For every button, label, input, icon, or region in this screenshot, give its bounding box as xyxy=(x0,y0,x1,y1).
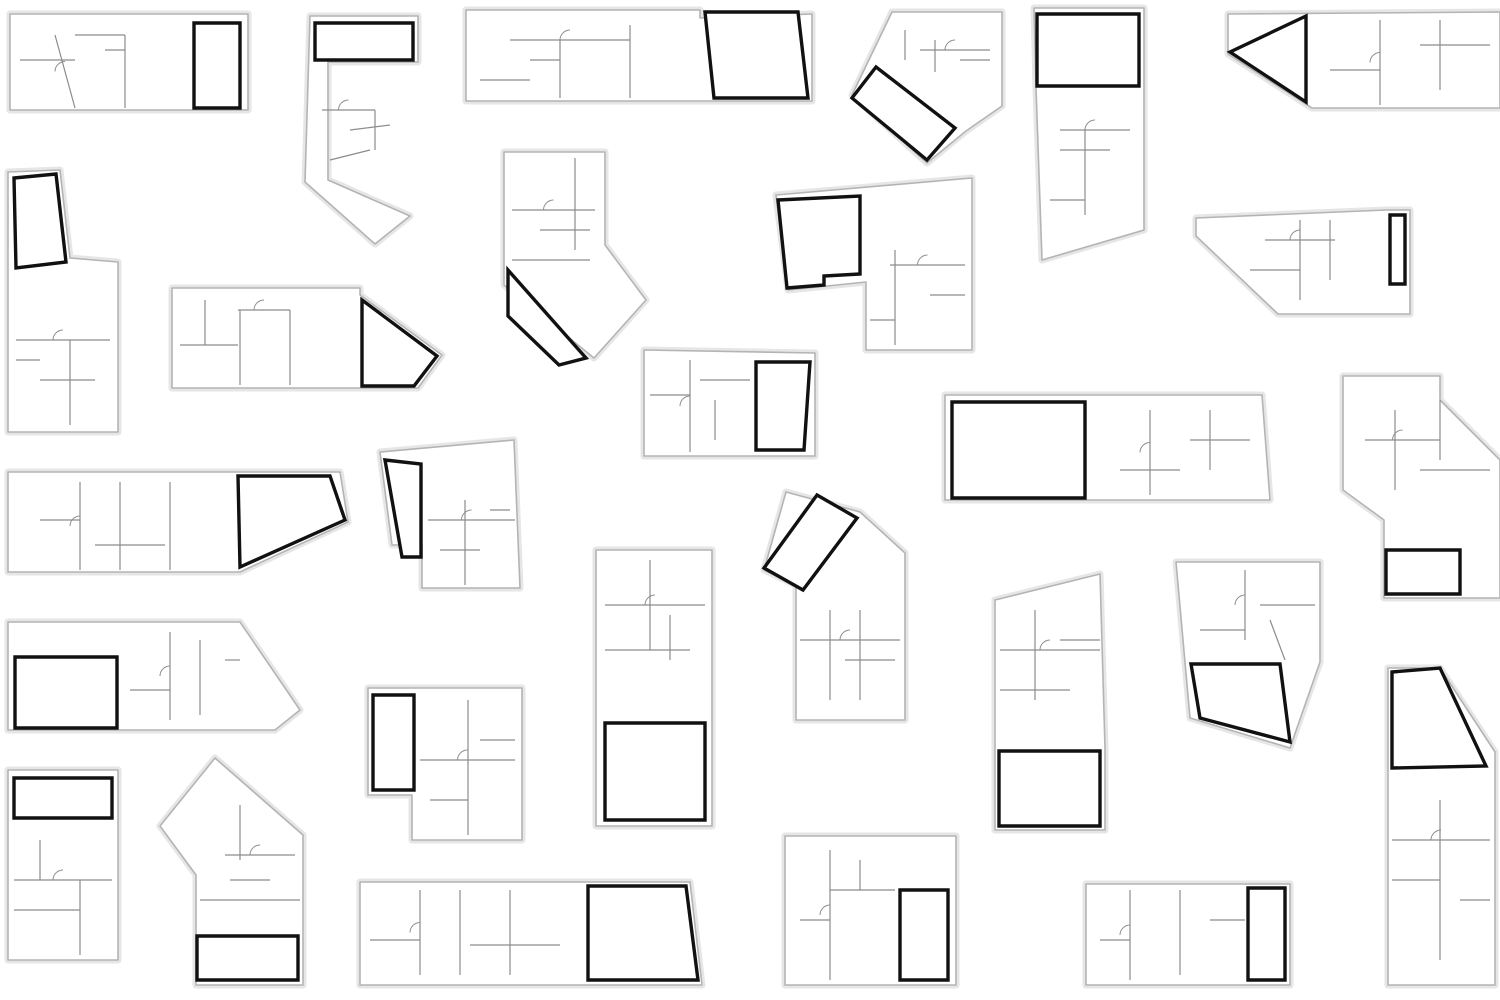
door-swing xyxy=(1139,442,1151,453)
unit-22 xyxy=(4,766,122,964)
door-swing xyxy=(944,39,956,51)
unit-24 xyxy=(364,684,526,844)
door-swing xyxy=(1039,639,1051,651)
unit-23 xyxy=(156,754,307,989)
door-swing xyxy=(54,61,66,72)
unit-13 xyxy=(941,391,1274,504)
unit-11 xyxy=(1192,206,1414,318)
door-swing xyxy=(679,395,691,407)
highlighted-room xyxy=(950,400,1087,500)
highlighted-room xyxy=(13,655,119,730)
highlighted-room xyxy=(1384,548,1462,596)
unit-18 xyxy=(592,546,716,830)
interior-wall xyxy=(1269,619,1286,661)
unit-25 xyxy=(1384,664,1499,989)
unit-14 xyxy=(1339,372,1500,602)
highlighted-room xyxy=(703,10,810,100)
highlighted-room xyxy=(1246,886,1287,982)
highlighted-room xyxy=(1390,666,1489,770)
door-swing xyxy=(917,254,928,266)
unit-21 xyxy=(1172,558,1324,752)
highlighted-room xyxy=(506,265,590,367)
highlighted-room xyxy=(1226,13,1308,106)
highlighted-room xyxy=(761,492,860,593)
plan-outline xyxy=(159,757,304,986)
door-swing xyxy=(159,665,171,677)
highlighted-room xyxy=(12,172,68,270)
interior-wall xyxy=(54,34,76,109)
highlighted-room xyxy=(776,194,862,290)
highlighted-room xyxy=(371,693,416,792)
unit-17 xyxy=(4,618,304,734)
door-swing xyxy=(1392,429,1403,441)
door-swing xyxy=(1234,594,1246,606)
highlighted-room xyxy=(1035,12,1141,88)
door-swing xyxy=(819,904,831,916)
unit-3 xyxy=(462,6,816,105)
door-swing xyxy=(543,199,554,211)
door-swing xyxy=(253,299,265,311)
door-swing xyxy=(69,515,81,527)
plan-outline xyxy=(1195,209,1411,315)
unit-8 xyxy=(168,284,446,392)
highlighted-room xyxy=(997,749,1102,828)
plan-outline xyxy=(304,15,419,245)
highlighted-room xyxy=(603,721,707,822)
unit-15 xyxy=(4,468,352,576)
door-swing xyxy=(644,594,656,606)
door-swing xyxy=(1430,829,1442,841)
unit-28 xyxy=(1082,880,1294,989)
door-swing xyxy=(52,869,64,881)
door-swing xyxy=(1289,229,1301,241)
unit-27 xyxy=(781,832,960,989)
door-swing xyxy=(1119,924,1131,936)
interior-wall xyxy=(349,124,391,131)
door-swing xyxy=(1084,119,1096,131)
door-swing xyxy=(457,749,468,761)
door-swing xyxy=(839,629,851,641)
door-swing xyxy=(461,509,472,521)
highlighted-room xyxy=(754,360,812,452)
unit-1 xyxy=(6,10,252,114)
highlighted-room xyxy=(313,21,415,62)
door-swing xyxy=(1369,52,1381,63)
highlighted-room xyxy=(236,474,348,570)
unit-2 xyxy=(301,12,422,248)
door-swing xyxy=(338,99,349,111)
interior-wall xyxy=(329,149,371,161)
highlighted-room xyxy=(1188,662,1293,745)
highlighted-room xyxy=(192,21,242,110)
highlighted-room xyxy=(195,934,300,982)
unit-26 xyxy=(356,878,706,989)
highlighted-room xyxy=(360,296,440,388)
door-swing xyxy=(559,29,571,41)
highlighted-room xyxy=(586,884,700,982)
door-swing xyxy=(409,922,421,933)
unit-7 xyxy=(4,166,122,436)
unit-5 xyxy=(1030,4,1148,264)
unit-19 xyxy=(760,488,909,724)
highlighted-room xyxy=(849,64,958,163)
highlighted-room xyxy=(898,888,950,982)
unit-4 xyxy=(848,8,1006,167)
highlighted-room xyxy=(382,458,423,559)
plan-outline xyxy=(1085,883,1291,986)
unit-12 xyxy=(640,346,819,460)
door-swing xyxy=(249,844,261,856)
highlighted-room xyxy=(12,776,114,820)
highlighted-room xyxy=(1388,213,1407,286)
unit-9 xyxy=(500,148,650,367)
unit-16 xyxy=(376,436,524,592)
plan-outline xyxy=(1342,375,1500,599)
door-swing xyxy=(52,329,64,341)
unit-10 xyxy=(772,174,976,354)
unit-20 xyxy=(991,570,1109,834)
unit-6 xyxy=(1224,8,1500,112)
